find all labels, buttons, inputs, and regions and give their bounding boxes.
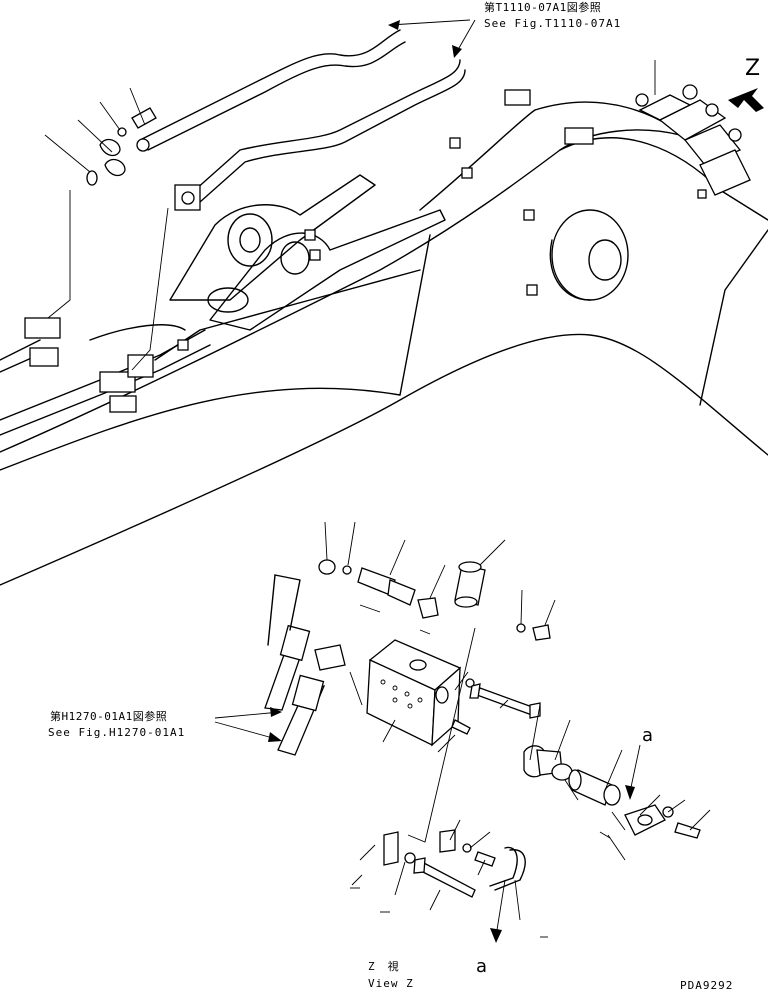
drawing-number: PDA9292 (680, 979, 734, 992)
ref-top-en: See Fig.T1110-07A1 (484, 17, 622, 30)
ref-top-jp: 第T1110-07A1図参照 (484, 1, 602, 14)
view-caption-en: View Z (368, 977, 414, 990)
view-z-arrow (728, 88, 764, 112)
view-z-label: Z (745, 56, 761, 81)
connector-a-top: a (642, 725, 654, 746)
view-z-detail (264, 559, 701, 898)
clamps (24, 89, 707, 413)
connector-a-bottom: a (476, 956, 488, 977)
leader-lines-top (44, 19, 656, 371)
top-hardware (86, 107, 157, 186)
linkage-bracket (89, 174, 446, 361)
ref-mid-en: See Fig.H1270-01A1 (48, 726, 186, 739)
view-caption-jp: Z 視 (368, 960, 400, 973)
valve-cluster (635, 84, 751, 196)
leader-lines-bottom (214, 521, 711, 943)
boom-pin-boss (549, 209, 629, 301)
boom-outline (0, 101, 768, 586)
pipes (0, 29, 466, 436)
ref-mid-jp: 第H1270-01A1図参照 (50, 710, 168, 723)
